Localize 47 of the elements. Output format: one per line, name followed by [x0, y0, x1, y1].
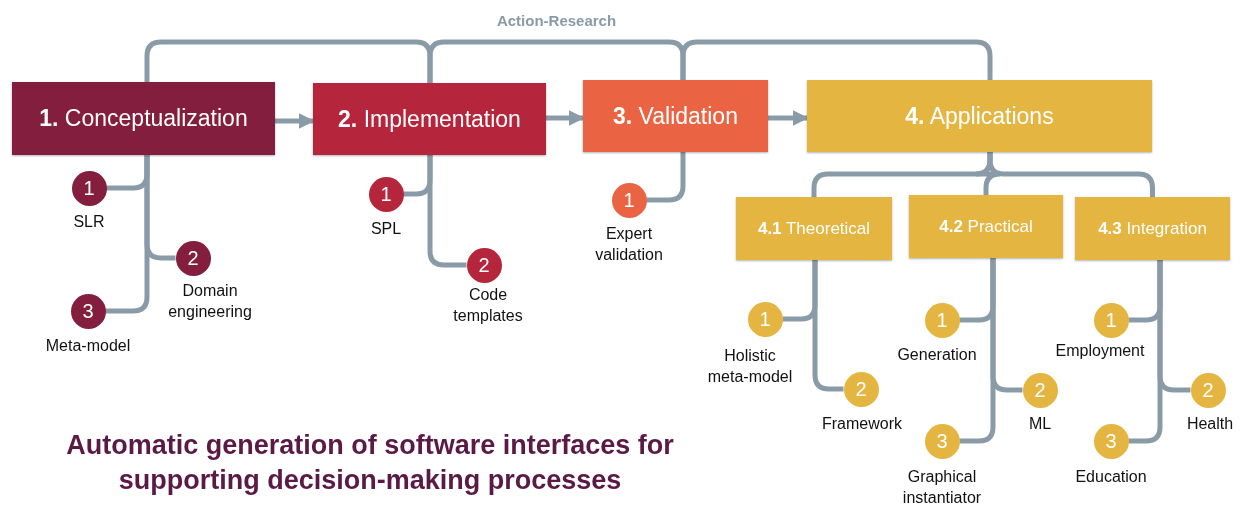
item-label: SLR: [72, 212, 106, 232]
arrow: [275, 113, 315, 129]
item-label: Health: [1185, 414, 1235, 434]
item-label: Generation: [896, 345, 978, 365]
number-circle: 1: [1093, 302, 1129, 338]
number-circle: 1: [611, 182, 647, 218]
item-label: Education: [1074, 467, 1148, 487]
number-circle: 2: [1022, 372, 1058, 408]
item-label: SPL: [369, 219, 403, 239]
diagram-title: Automatic generation of software interfaces for supporting decision-making processes: [65, 429, 675, 498]
phase-box: 4.2 Practical: [909, 195, 1063, 258]
item-label: ML: [1027, 414, 1053, 434]
item-label: Employment: [1054, 341, 1146, 361]
connector-line: [680, 39, 993, 80]
connector-line: [959, 258, 996, 444]
item-label: Framework: [821, 414, 903, 434]
item-label: Code templates: [452, 285, 524, 326]
connector-line: [1128, 260, 1163, 444]
number-circle: 1: [368, 176, 404, 212]
connector-line: [105, 155, 150, 314]
phase-box: 4. Applications: [807, 80, 1152, 152]
number-circle: 3: [70, 293, 106, 329]
number-circle: 2: [1190, 372, 1226, 408]
phase-box: 3. Validation: [583, 80, 768, 152]
number-circle: 2: [466, 247, 502, 283]
number-circle: 1: [924, 302, 960, 338]
arrow: [546, 110, 585, 126]
number-circle: 1: [747, 301, 783, 337]
phase-box: 2. Implementation: [313, 83, 546, 155]
number-circle: 3: [924, 423, 960, 459]
connector-line: [144, 39, 433, 83]
number-circle: 3: [1093, 423, 1129, 459]
phase-box: 1. Conceptualization: [12, 82, 275, 155]
arrow: [768, 110, 809, 126]
item-label: Domain engineering: [167, 281, 253, 322]
phase-box: 4.3 Integration: [1075, 197, 1230, 260]
item-label: Meta-model: [44, 336, 132, 356]
number-circle: 2: [843, 371, 879, 407]
connector-line: [427, 39, 686, 83]
connector-line: [427, 155, 467, 268]
item-label: Graphical instantiator: [901, 467, 983, 508]
connector-line: [646, 152, 686, 203]
number-circle: 2: [175, 240, 211, 276]
phase-box: 4.1 Theoretical: [736, 197, 892, 260]
number-circle: 1: [71, 170, 107, 206]
item-label: Holistic meta-model: [706, 346, 794, 387]
item-label: Expert validation: [594, 224, 664, 265]
